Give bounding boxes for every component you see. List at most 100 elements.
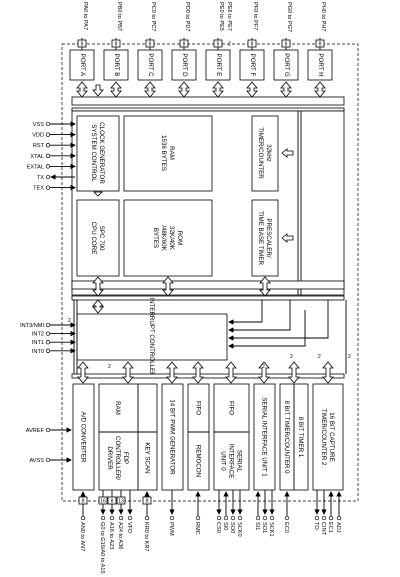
rom-label-3: /48K/60K (160, 225, 167, 251)
core-bus-arrow (162, 276, 174, 297)
clock-generator-block: CLOCK GENERATOR SYSTEM CONTROL (76, 115, 120, 192)
pin-label: INT1 (32, 340, 44, 346)
fdp-label-1: FDP (122, 452, 129, 464)
port-label: PORT H (317, 53, 324, 76)
pin-label: SI0 (222, 522, 228, 530)
pin-label: VDD (32, 133, 44, 139)
port-2: PORT B 8 PB0 to PB7 (103, 2, 129, 98)
port-width: 8 (251, 42, 254, 48)
pin-label: EC0 (283, 522, 289, 533)
peripheral-bus-arrows (73, 276, 334, 384)
pin-tex: TEX (33, 184, 76, 192)
rom-block: ROM 32K/40K /48K/60K BYTES (123, 199, 213, 277)
timer1-label: 8 BIT TIMER 1 (297, 417, 304, 458)
pin-ec0: EC0 (283, 491, 290, 533)
pin-serial0-3: SCK0 (236, 490, 243, 537)
pin-label: AVREF (26, 428, 45, 434)
adc-label: A/D CONVERTER (80, 412, 87, 463)
port-bus-arrow (212, 81, 224, 98)
pin-label: TEX (33, 186, 44, 192)
timer-0-1-block: 8 BIT TIMER/COUNTER 0 8 BIT TIMER 1 (279, 383, 309, 491)
pin-label: SI1 (254, 522, 260, 530)
serial1-label: SERIAL INTERFACE UNIT 1 (261, 397, 268, 477)
pin-label: EXTAL (27, 164, 44, 170)
port-label: PORT C (147, 53, 154, 77)
pin-label: G0 to G15/A0 to A15 (99, 522, 105, 574)
serial0-label-2: INTERFACE (228, 444, 235, 479)
pin-width: 8 (111, 499, 114, 505)
core-bus-arrow (92, 276, 104, 297)
rom-label-2: 32K/40K (168, 226, 175, 251)
pin-label: AVSS (29, 458, 44, 464)
port-width: 8 (285, 42, 288, 48)
pin-int1: INT1 (32, 339, 76, 346)
pin-rst: RST (33, 142, 76, 149)
interrupt-bus-width: 2 (68, 318, 71, 324)
peripheral-bus (71, 373, 345, 379)
serial0-label-1: SERIAL (236, 450, 243, 473)
pin-width: 8 (146, 499, 149, 505)
port-pins: PH0 to PH7 (320, 2, 326, 32)
pin-label: CS0 (215, 522, 221, 533)
core-bus-arrow (259, 276, 271, 297)
interrupt-controller-block: INTERRUPT CONTROLLER (76, 297, 228, 377)
pin-rmc: RMC (194, 491, 201, 535)
pin-label: XTAL (30, 154, 44, 160)
pin-pwm: PWM (168, 490, 175, 536)
peripheral-arrow (192, 361, 204, 384)
timer0-label: 8 BIT TIMER/COUNTER 0 (283, 400, 290, 474)
port-bus-arrow (246, 81, 258, 98)
pin-label: VSS (33, 122, 44, 128)
pin-int2: INT2 (32, 330, 76, 338)
pin-width: 8 (82, 499, 85, 505)
port-bus-arrow (280, 81, 292, 98)
pin-int0: INT0 (32, 348, 76, 355)
pin-width: 13 (118, 499, 124, 505)
port-pins: PB0 to PB7 (116, 2, 122, 31)
bus-arrow-upper-left (92, 84, 104, 97)
pin-label: PWM (168, 522, 174, 536)
pin-serial1-2: SCK1 (268, 490, 275, 537)
timer-32khz-block: 32kHz TIMER/COUNTER (251, 115, 279, 192)
port-width: 8 (115, 42, 118, 48)
port-bus-arrow (314, 81, 326, 98)
ram-block: RAM 1536 BYTES (123, 115, 213, 192)
clock-gen-label-1: CLOCK GENERATOR (98, 122, 105, 184)
timer32k-label-2: TIMER/COUNTER (257, 127, 264, 179)
ram-label-1: RAM (168, 146, 175, 160)
port-width: 8 (319, 42, 322, 48)
bus-width-right-2: 2 (348, 354, 351, 360)
pin-timer2-1: CINT (320, 490, 327, 536)
port-label: PORT B (113, 54, 120, 77)
cpu-core-block: SPC 700 CPU CORE (76, 199, 120, 277)
fdp-ram-label: RAM (114, 401, 121, 415)
serial0-fifo-label: FIFO (228, 401, 235, 415)
pin-serial0-1: SI0 (222, 491, 229, 530)
port-width: 6 (217, 42, 220, 48)
interrupt-bus-arrow (92, 299, 104, 314)
keyscan-label: KEY SCAN (144, 442, 151, 473)
prescaler-block: PRESCALER/ TIME BASE TIMER (251, 199, 279, 277)
peripheral-arrow (122, 361, 134, 384)
pin-fdp-3: VFD (126, 490, 133, 533)
core-right-bus (297, 111, 302, 295)
pin-label: ADJ (335, 522, 341, 533)
port-label: PORT D (181, 53, 188, 77)
timer2-label-1: 16 BIT CAPTURE (328, 412, 335, 461)
pin-vss: VSS (33, 121, 76, 128)
remocon-fifo-label: FIFO (195, 401, 202, 415)
fdp-label-2: CONTROLLER/ (114, 436, 121, 480)
port-pins: PF0 to PF7 (252, 2, 258, 30)
pin-label: TX (37, 175, 44, 181)
port-label: PORT A (79, 54, 86, 77)
pin-label: SCK0 (236, 522, 242, 537)
internal-bus-arrows (93, 148, 294, 243)
